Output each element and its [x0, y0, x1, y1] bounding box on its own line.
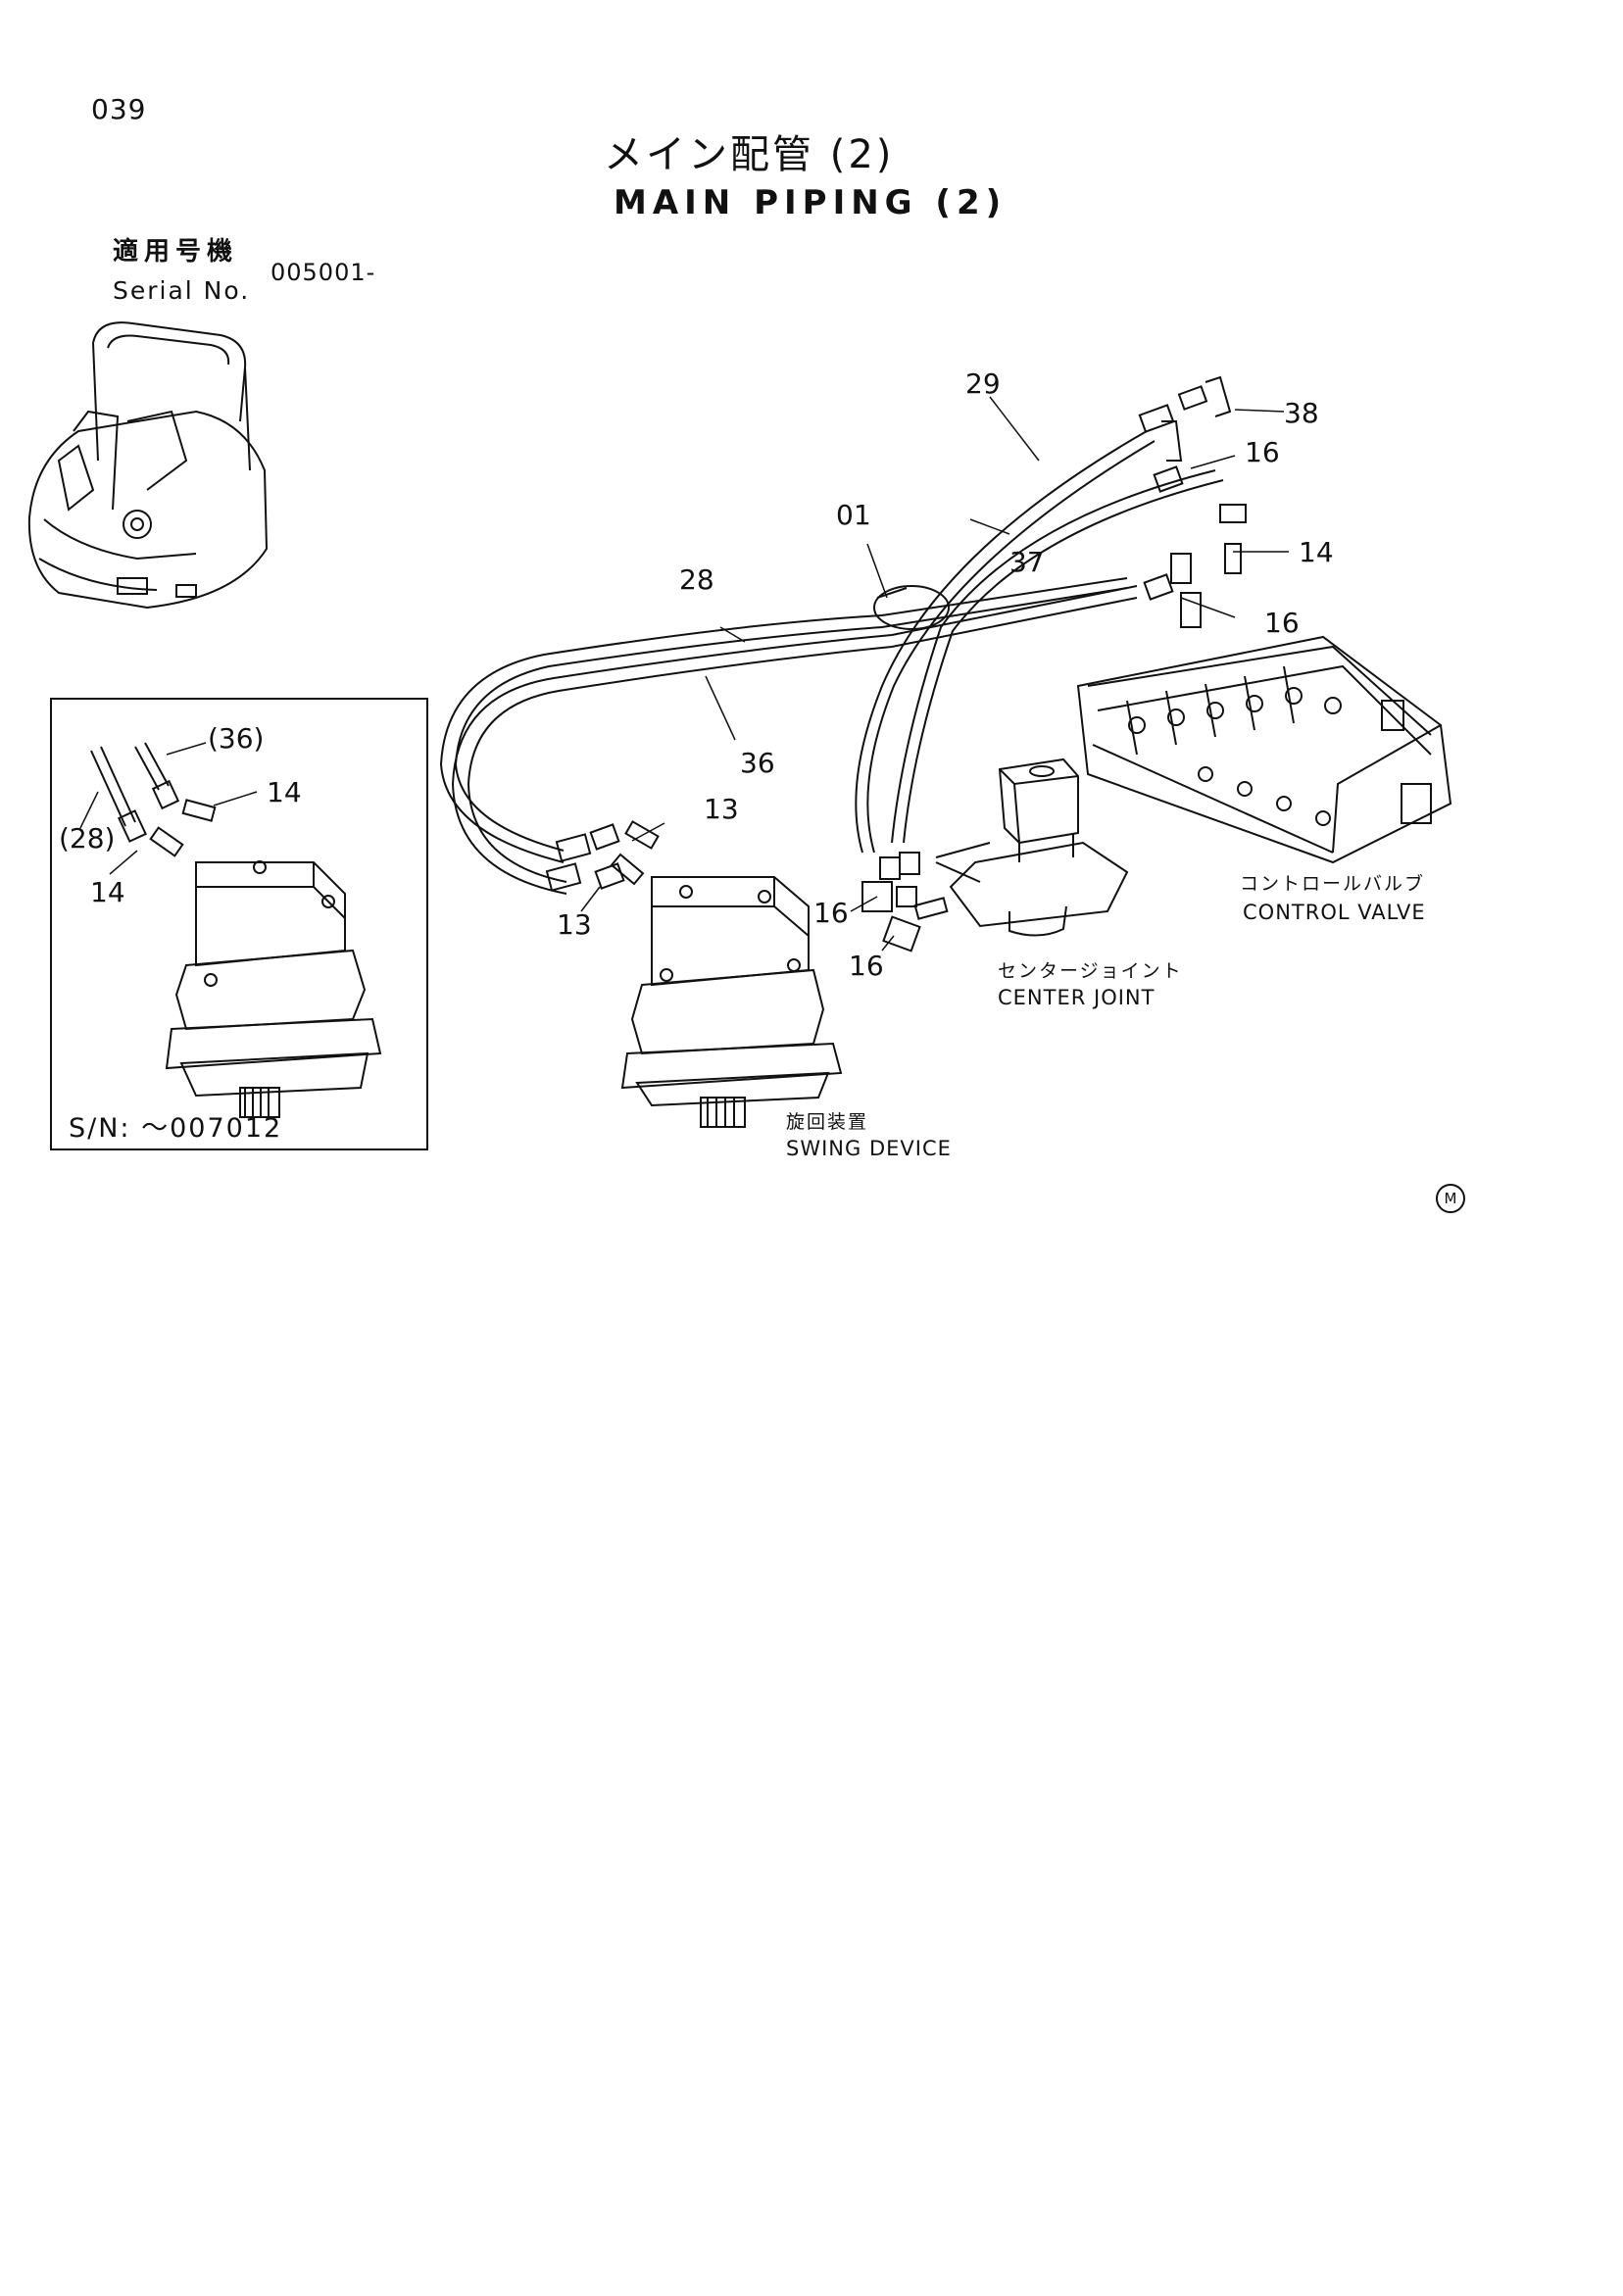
center-joint-label-jp: センタージョイント	[998, 960, 1183, 982]
inset-callout-14: 14	[90, 876, 125, 908]
callout-37: 37	[1009, 546, 1045, 578]
callout-14: 14	[1299, 536, 1334, 568]
control-valve-label-en: CONTROL VALVE	[1243, 901, 1426, 924]
serial-value: 005001-	[270, 259, 376, 286]
excavator-thumbnail	[27, 321, 269, 610]
hoses	[439, 430, 1224, 895]
callout-29: 29	[965, 367, 1001, 400]
inset-frame	[50, 698, 428, 1150]
callout-16: 16	[1245, 436, 1280, 468]
callout-38: 38	[1284, 397, 1319, 429]
callout-13: 13	[704, 793, 739, 825]
leader-lines	[79, 396, 1289, 952]
swing-device-label-jp: 旋回装置	[786, 1111, 869, 1133]
inset-callout-36: (36)	[208, 722, 265, 755]
inset-callout-28: (28)	[59, 822, 116, 855]
callout-16: 16	[813, 897, 849, 929]
callout-13: 13	[557, 908, 592, 941]
control-valve	[1076, 635, 1452, 864]
m-mark: M	[1436, 1184, 1465, 1213]
serial-label-en: Serial No.	[113, 276, 251, 305]
fittings	[545, 375, 1247, 953]
control-valve-label-jp: コントロールバルブ	[1240, 873, 1426, 895]
swing-device-label-en: SWING DEVICE	[786, 1137, 952, 1160]
callout-36: 36	[740, 747, 775, 779]
page-title-en: MAIN PIPING (2)	[614, 183, 1008, 222]
swing-device	[620, 876, 843, 1128]
page-number: 039	[91, 93, 147, 125]
callout-01: 01	[836, 499, 871, 531]
inset-serial-range: S/N: ～007012	[69, 1113, 283, 1144]
callout-28: 28	[679, 563, 714, 596]
callout-16: 16	[849, 950, 884, 982]
inset-swing-motor	[90, 742, 382, 1118]
inset-callout-14: 14	[267, 776, 302, 808]
center-joint	[935, 757, 1129, 937]
callout-16: 16	[1264, 607, 1300, 639]
page-title-jp: メイン配管 (2)	[604, 132, 895, 177]
serial-label-jp: 適用号機	[113, 237, 239, 267]
center-joint-label-en: CENTER JOINT	[998, 986, 1156, 1009]
